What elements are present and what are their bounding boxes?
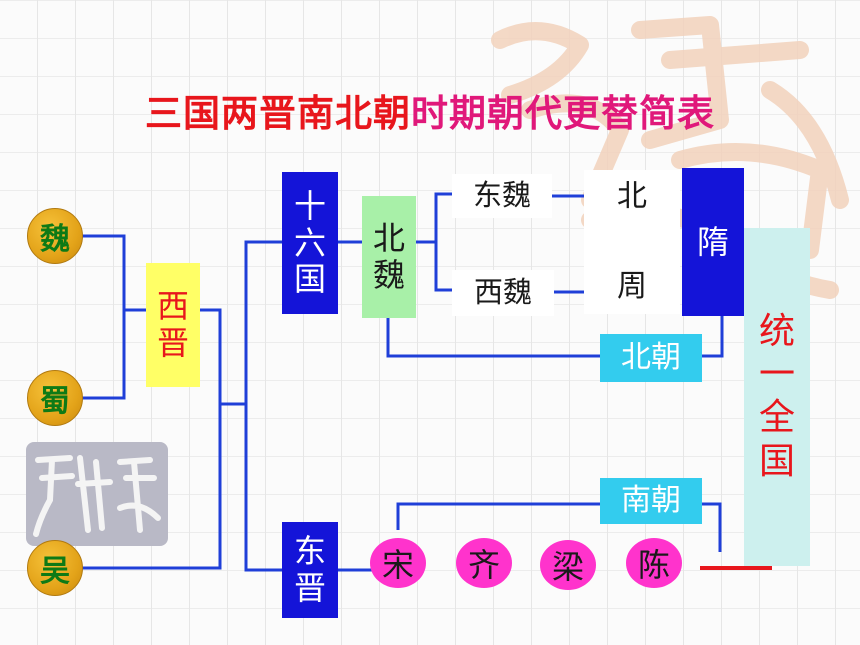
sui-box: 隋 (682, 168, 744, 316)
state-song: 宋 (370, 538, 426, 588)
north-dynasties-label: 北朝 (621, 339, 681, 375)
north-zhou-char-2: 周 (617, 268, 647, 304)
east-jin-char-1: 东 (293, 532, 326, 571)
wu-label: 吴 (40, 554, 70, 589)
shu-label: 蜀 (40, 384, 70, 419)
north-zhou-char-1: 北 (617, 179, 647, 214)
state-chen-label: 陈 (637, 546, 670, 584)
east-jin-char-2: 晋 (293, 569, 326, 607)
line-wei (82, 234, 126, 400)
seal-stamp-left (26, 442, 168, 546)
line-north-dynasties (386, 316, 724, 358)
page-title: 三国两晋南北朝时期朝代更替简表 (0, 83, 860, 137)
west-jin-char-2: 晋 (156, 324, 189, 362)
west-jin-box: 西 晋 (146, 263, 200, 387)
south-dynasties-box: 南朝 (600, 478, 702, 524)
north-wei-box: 北 魏 (362, 196, 416, 318)
east-wei-label: 东魏 (472, 178, 531, 213)
state-chen: 陈 (626, 538, 682, 588)
east-jin-box: 东 晋 (282, 522, 338, 618)
state-liang-label: 梁 (551, 548, 584, 586)
west-jin-char-1: 西 (156, 287, 189, 326)
title-part-2: 时期朝代更替简表 (411, 92, 715, 135)
wu-circle: 吴 (27, 540, 83, 596)
wei-label: 魏 (40, 222, 70, 257)
line-split (220, 240, 282, 572)
sixteen-kingdoms-char-1: 十 (293, 186, 326, 225)
line-northwei-split (416, 192, 452, 292)
unify-char-3: 全 (758, 397, 795, 439)
north-wei-char-2: 魏 (372, 256, 405, 294)
shu-circle: 蜀 (27, 370, 83, 426)
line-west-jin-out (82, 308, 222, 570)
sixteen-kingdoms-char-2: 六 (293, 223, 326, 262)
west-wei-label: 西魏 (473, 275, 532, 310)
sui-label: 隋 (696, 223, 729, 261)
sixteen-kingdoms-box: 十 六 国 (282, 172, 338, 314)
state-liang: 梁 (540, 540, 596, 590)
state-song-label: 宋 (381, 546, 414, 584)
unify-box: 统 一 全 国 (744, 228, 810, 566)
north-zhou-box: 北 周 (584, 170, 680, 314)
unify-char-1: 统 (758, 311, 795, 352)
line-south-dynasties (396, 502, 722, 552)
state-qi: 齐 (456, 538, 512, 588)
wei-circle: 魏 (27, 208, 83, 264)
north-dynasties-box: 北朝 (600, 334, 702, 382)
title-part-1: 三国两晋南北朝 (145, 92, 411, 135)
south-dynasties-label: 南朝 (621, 482, 681, 518)
unify-char-4: 国 (758, 440, 795, 482)
sixteen-kingdoms-char-3: 国 (293, 260, 326, 299)
state-qi-label: 齐 (467, 546, 500, 584)
north-wei-char-1: 北 (372, 219, 405, 258)
unify-char-2: 一 (758, 354, 795, 396)
west-wei-box: 西魏 (452, 270, 554, 316)
east-wei-box: 东魏 (452, 174, 552, 218)
